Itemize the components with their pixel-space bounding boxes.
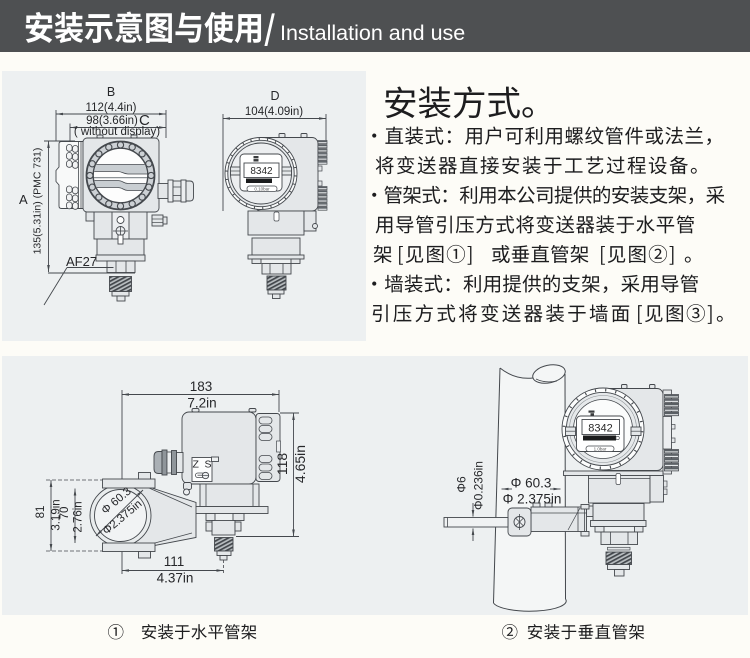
svg-text:0.10bar: 0.10bar [254, 187, 270, 192]
svg-text:D: D [270, 89, 279, 103]
svg-text:183: 183 [190, 379, 213, 394]
svg-text:112(4.4in): 112(4.4in) [86, 102, 137, 114]
svg-text:Φ 60.3: Φ 60.3 [511, 476, 552, 491]
svg-text:AF27: AF27 [66, 254, 97, 269]
svg-text:S: S [205, 459, 212, 471]
svg-text:8342: 8342 [588, 423, 612, 435]
svg-text:4.37in: 4.37in [157, 571, 194, 586]
svg-text:B: B [107, 85, 115, 99]
svg-text:104(4.09in): 104(4.09in) [245, 106, 303, 118]
svg-text:135(5.31in) (PMC 731): 135(5.31in) (PMC 731) [32, 148, 44, 255]
svg-text:8342: 8342 [250, 166, 273, 177]
svg-text:118: 118 [274, 453, 290, 476]
svg-text:Φ 2.375in: Φ 2.375in [503, 492, 562, 507]
svg-text:Φ6: Φ6 [455, 476, 469, 493]
svg-text:7.2in: 7.2in [187, 396, 216, 411]
svg-text:81: 81 [35, 506, 47, 519]
svg-text:Installation and use: Installation and use [280, 21, 465, 45]
svg-text:70: 70 [59, 507, 71, 520]
svg-text:Z: Z [193, 459, 200, 471]
svg-text:111: 111 [164, 554, 185, 569]
svg-text:( without display): ( without display) [74, 126, 160, 138]
svg-text:Φ0.236in: Φ0.236in [472, 461, 486, 510]
svg-text:4.65in: 4.65in [292, 445, 308, 483]
svg-text:1.0bar: 1.0bar [594, 446, 607, 451]
svg-text:2.76in: 2.76in [73, 501, 85, 532]
svg-text:A: A [19, 192, 28, 207]
